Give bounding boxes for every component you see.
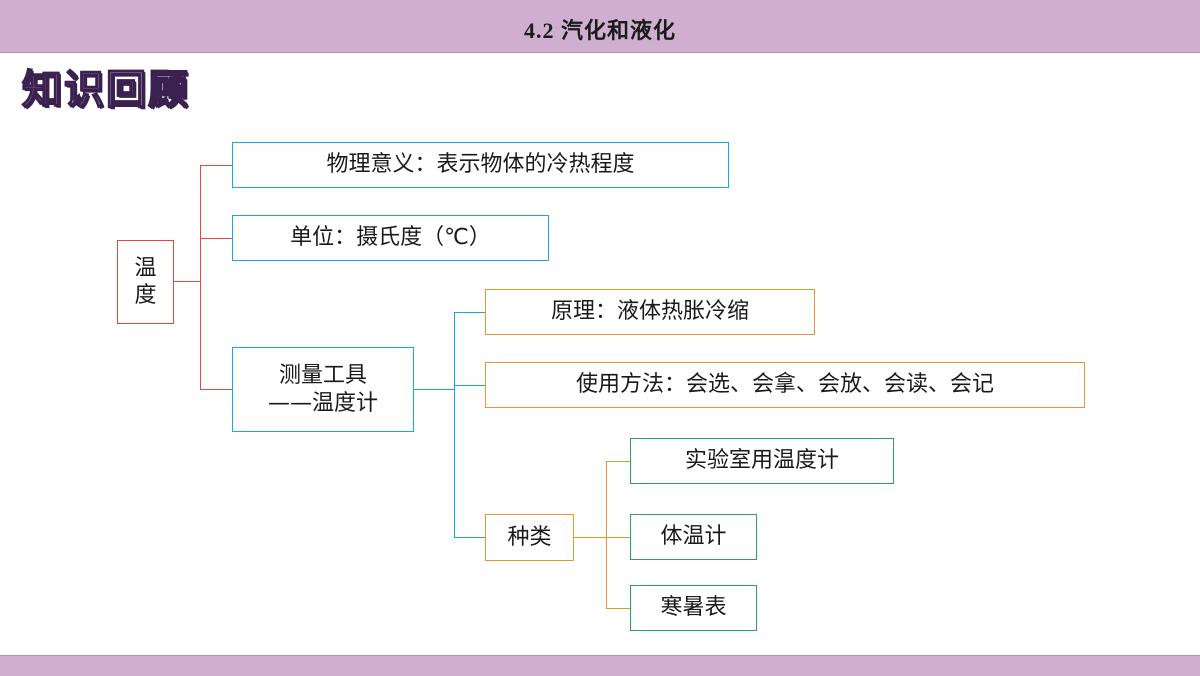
connector-types-stub (574, 537, 606, 538)
mindmap-node-measuring-tool: 测量工具 ——温度计 (232, 347, 414, 432)
mindmap-node-physical-meaning: 物理意义：表示物体的冷热程度 (232, 142, 729, 188)
connector-root-to-branch-1 (200, 165, 232, 166)
connector-tool-spine (454, 312, 455, 537)
slide-header-bar: 4.2 汽化和液化 (0, 0, 1200, 53)
section-heading: 知识回顾 (21, 67, 190, 113)
connector-root-to-branch-2 (200, 238, 232, 239)
connector-root-to-branch-3 (200, 389, 232, 390)
mindmap-node-clinical-thermometer: 体温计 (630, 514, 757, 560)
mindmap-node-usage-method: 使用方法：会选、会拿、会放、会读、会记 (485, 362, 1085, 408)
connector-root-stub (174, 281, 200, 282)
mindmap-node-weather-thermometer: 寒暑表 (630, 585, 757, 631)
connector-tool-to-types (454, 537, 485, 538)
connector-types-to-weather (606, 608, 630, 609)
page-title: 4.2 汽化和液化 (523, 18, 676, 43)
connector-tool-stub (414, 389, 454, 390)
mindmap-node-types: 种类 (485, 514, 574, 561)
mindmap-node-unit: 单位：摄氏度（℃） (232, 215, 549, 261)
mindmap-root-node: 温 度 (117, 240, 174, 324)
mindmap-node-principle: 原理：液体热胀冷缩 (485, 289, 815, 335)
connector-tool-to-usage (454, 385, 485, 386)
connector-root-spine (200, 165, 201, 389)
connector-types-spine (606, 461, 607, 608)
slide-footer-bar (0, 655, 1200, 676)
connector-tool-to-principle (454, 312, 485, 313)
connector-types-to-lab (606, 461, 630, 462)
connector-types-to-clinical (606, 537, 630, 538)
mindmap-node-lab-thermometer: 实验室用温度计 (630, 438, 894, 484)
